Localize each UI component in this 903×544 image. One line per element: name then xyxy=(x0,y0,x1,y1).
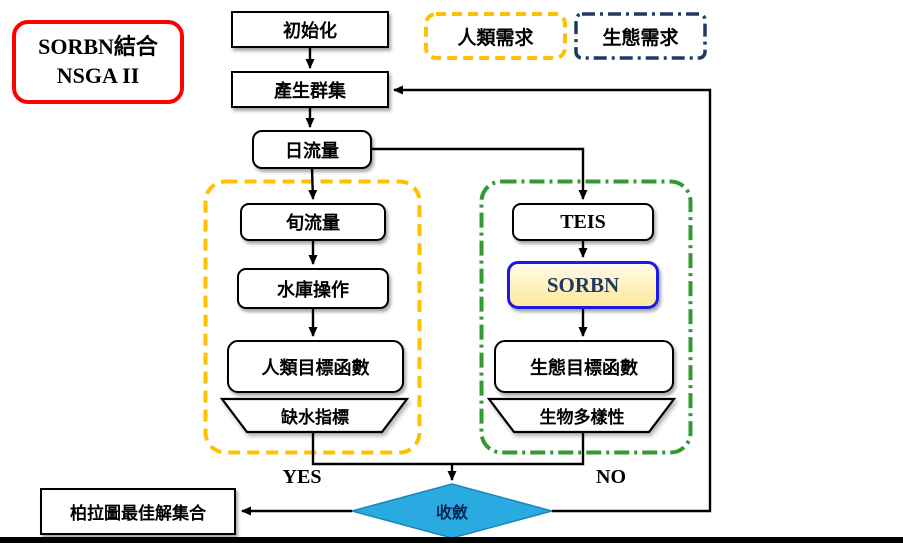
node-reservoir-operation: 水庫操作 xyxy=(237,268,389,309)
node-initialize: 初始化 xyxy=(231,11,389,48)
title-line-2: NSGA II xyxy=(56,63,140,88)
node-daily-flow: 日流量 xyxy=(252,130,372,169)
bottom-rule xyxy=(0,537,903,543)
node-generate-population: 產生群集 xyxy=(231,71,389,108)
node-human-objective-function: 人類目標函數 xyxy=(227,340,404,393)
eco-branch-outline xyxy=(479,179,693,455)
connector-lines xyxy=(241,48,712,516)
water-shortage-trapezoid xyxy=(219,397,410,434)
label-no: NO xyxy=(596,465,626,488)
legend-human-outline xyxy=(424,12,567,60)
node-sorbn: SORBN xyxy=(507,261,659,309)
node-biodiversity-label: 生物多樣性 xyxy=(539,408,625,428)
node-tenday-flow: 旬流量 xyxy=(240,203,386,241)
node-convergence-label: 收斂 xyxy=(435,503,468,522)
legend-eco-outline xyxy=(574,12,707,60)
biodiversity-trapezoid xyxy=(486,397,677,434)
node-water-shortage-index-label: 缺水指標 xyxy=(281,408,349,428)
title-line-1: SORBN結合 xyxy=(38,34,158,60)
node-teis: TEIS xyxy=(512,203,654,241)
node-eco-objective-function: 生態目標函數 xyxy=(494,340,674,393)
node-pareto-optimal-set: 柏拉圖最佳解集合 xyxy=(40,488,236,535)
label-yes: YES xyxy=(282,465,322,488)
legend-eco-label: 生態需求 xyxy=(602,26,679,49)
legend-human-label: 人類需求 xyxy=(457,26,534,49)
title-box: SORBN結合 NSGA II xyxy=(12,20,184,104)
